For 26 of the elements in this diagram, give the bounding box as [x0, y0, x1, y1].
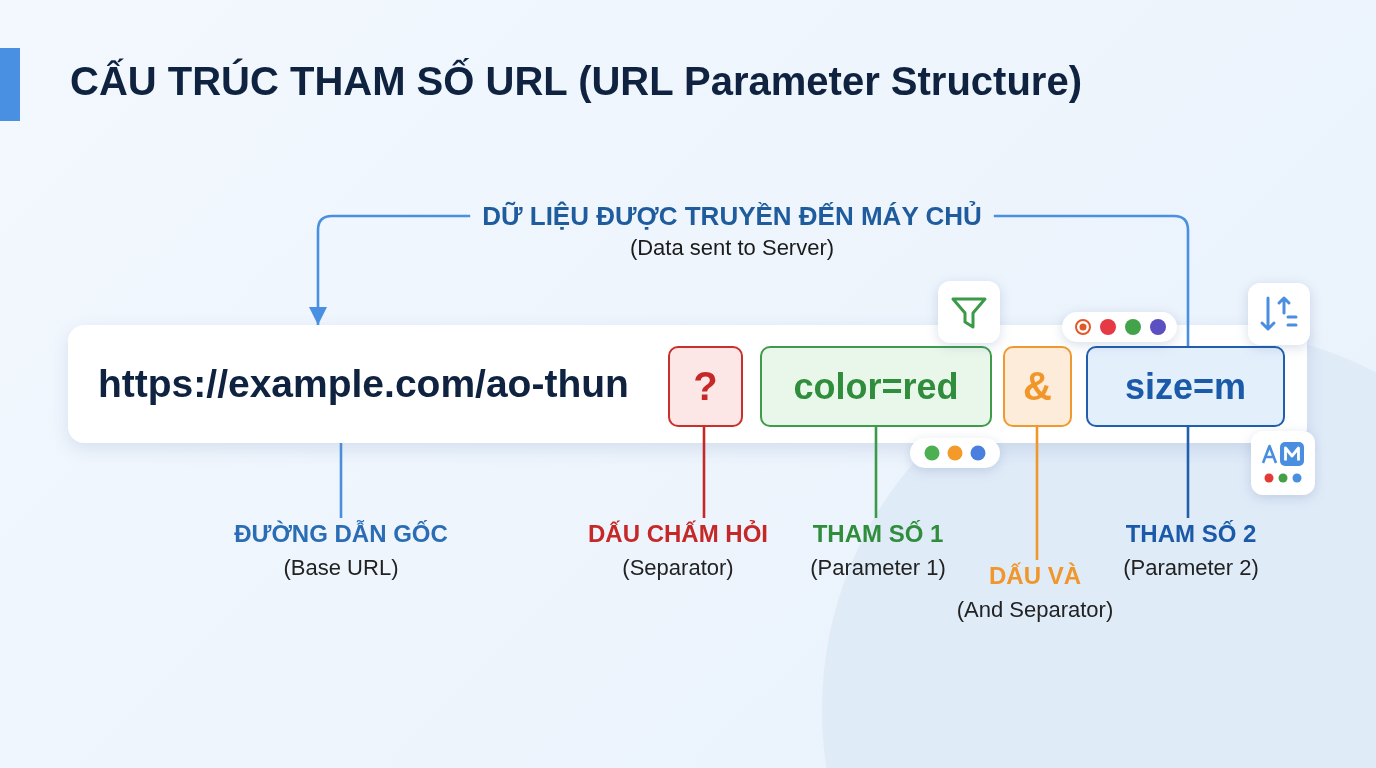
annotation-subtitle: (Data sent to Server): [629, 234, 835, 262]
parameter-box: color=red: [760, 346, 992, 427]
label-subtitle: (Separator): [622, 554, 734, 582]
parameter-box: size=m: [1086, 346, 1285, 427]
label-subtitle: (And Separator): [956, 596, 1114, 624]
leader-line: [702, 427, 706, 518]
leader-line: [339, 443, 343, 518]
separator-box: &: [1003, 346, 1072, 427]
url-text: https://example.com/ao-thun: [98, 361, 629, 407]
label-subtitle: (Parameter 2): [1123, 554, 1259, 582]
url-bar: [68, 325, 1307, 443]
separator-box: ?: [668, 346, 743, 427]
label-title: DẤU CHẤM HỎI: [588, 519, 768, 549]
label-title: DẤU VÀ: [989, 561, 1081, 591]
page-title: CẤU TRÚC THAM SỐ URL (URL Parameter Structure): [70, 57, 1082, 105]
label-subtitle: (Base URL): [283, 554, 399, 582]
leader-line: [874, 427, 878, 518]
annotation-title: DỮ LIỆU ĐƯỢC TRUYỀN ĐẾN MÁY CHỦ: [482, 200, 982, 233]
label-title: ĐƯỜNG DẪN GỐC: [234, 519, 448, 549]
connector-line: [993, 214, 1190, 346]
label-title: THAM SỐ 2: [1125, 519, 1257, 549]
label-subtitle: (Parameter 1): [810, 554, 946, 582]
leader-line: [1186, 427, 1190, 518]
leader-line: [1035, 427, 1039, 560]
label-title: THAM SỐ 1: [812, 519, 944, 549]
arrow: [309, 214, 471, 325]
